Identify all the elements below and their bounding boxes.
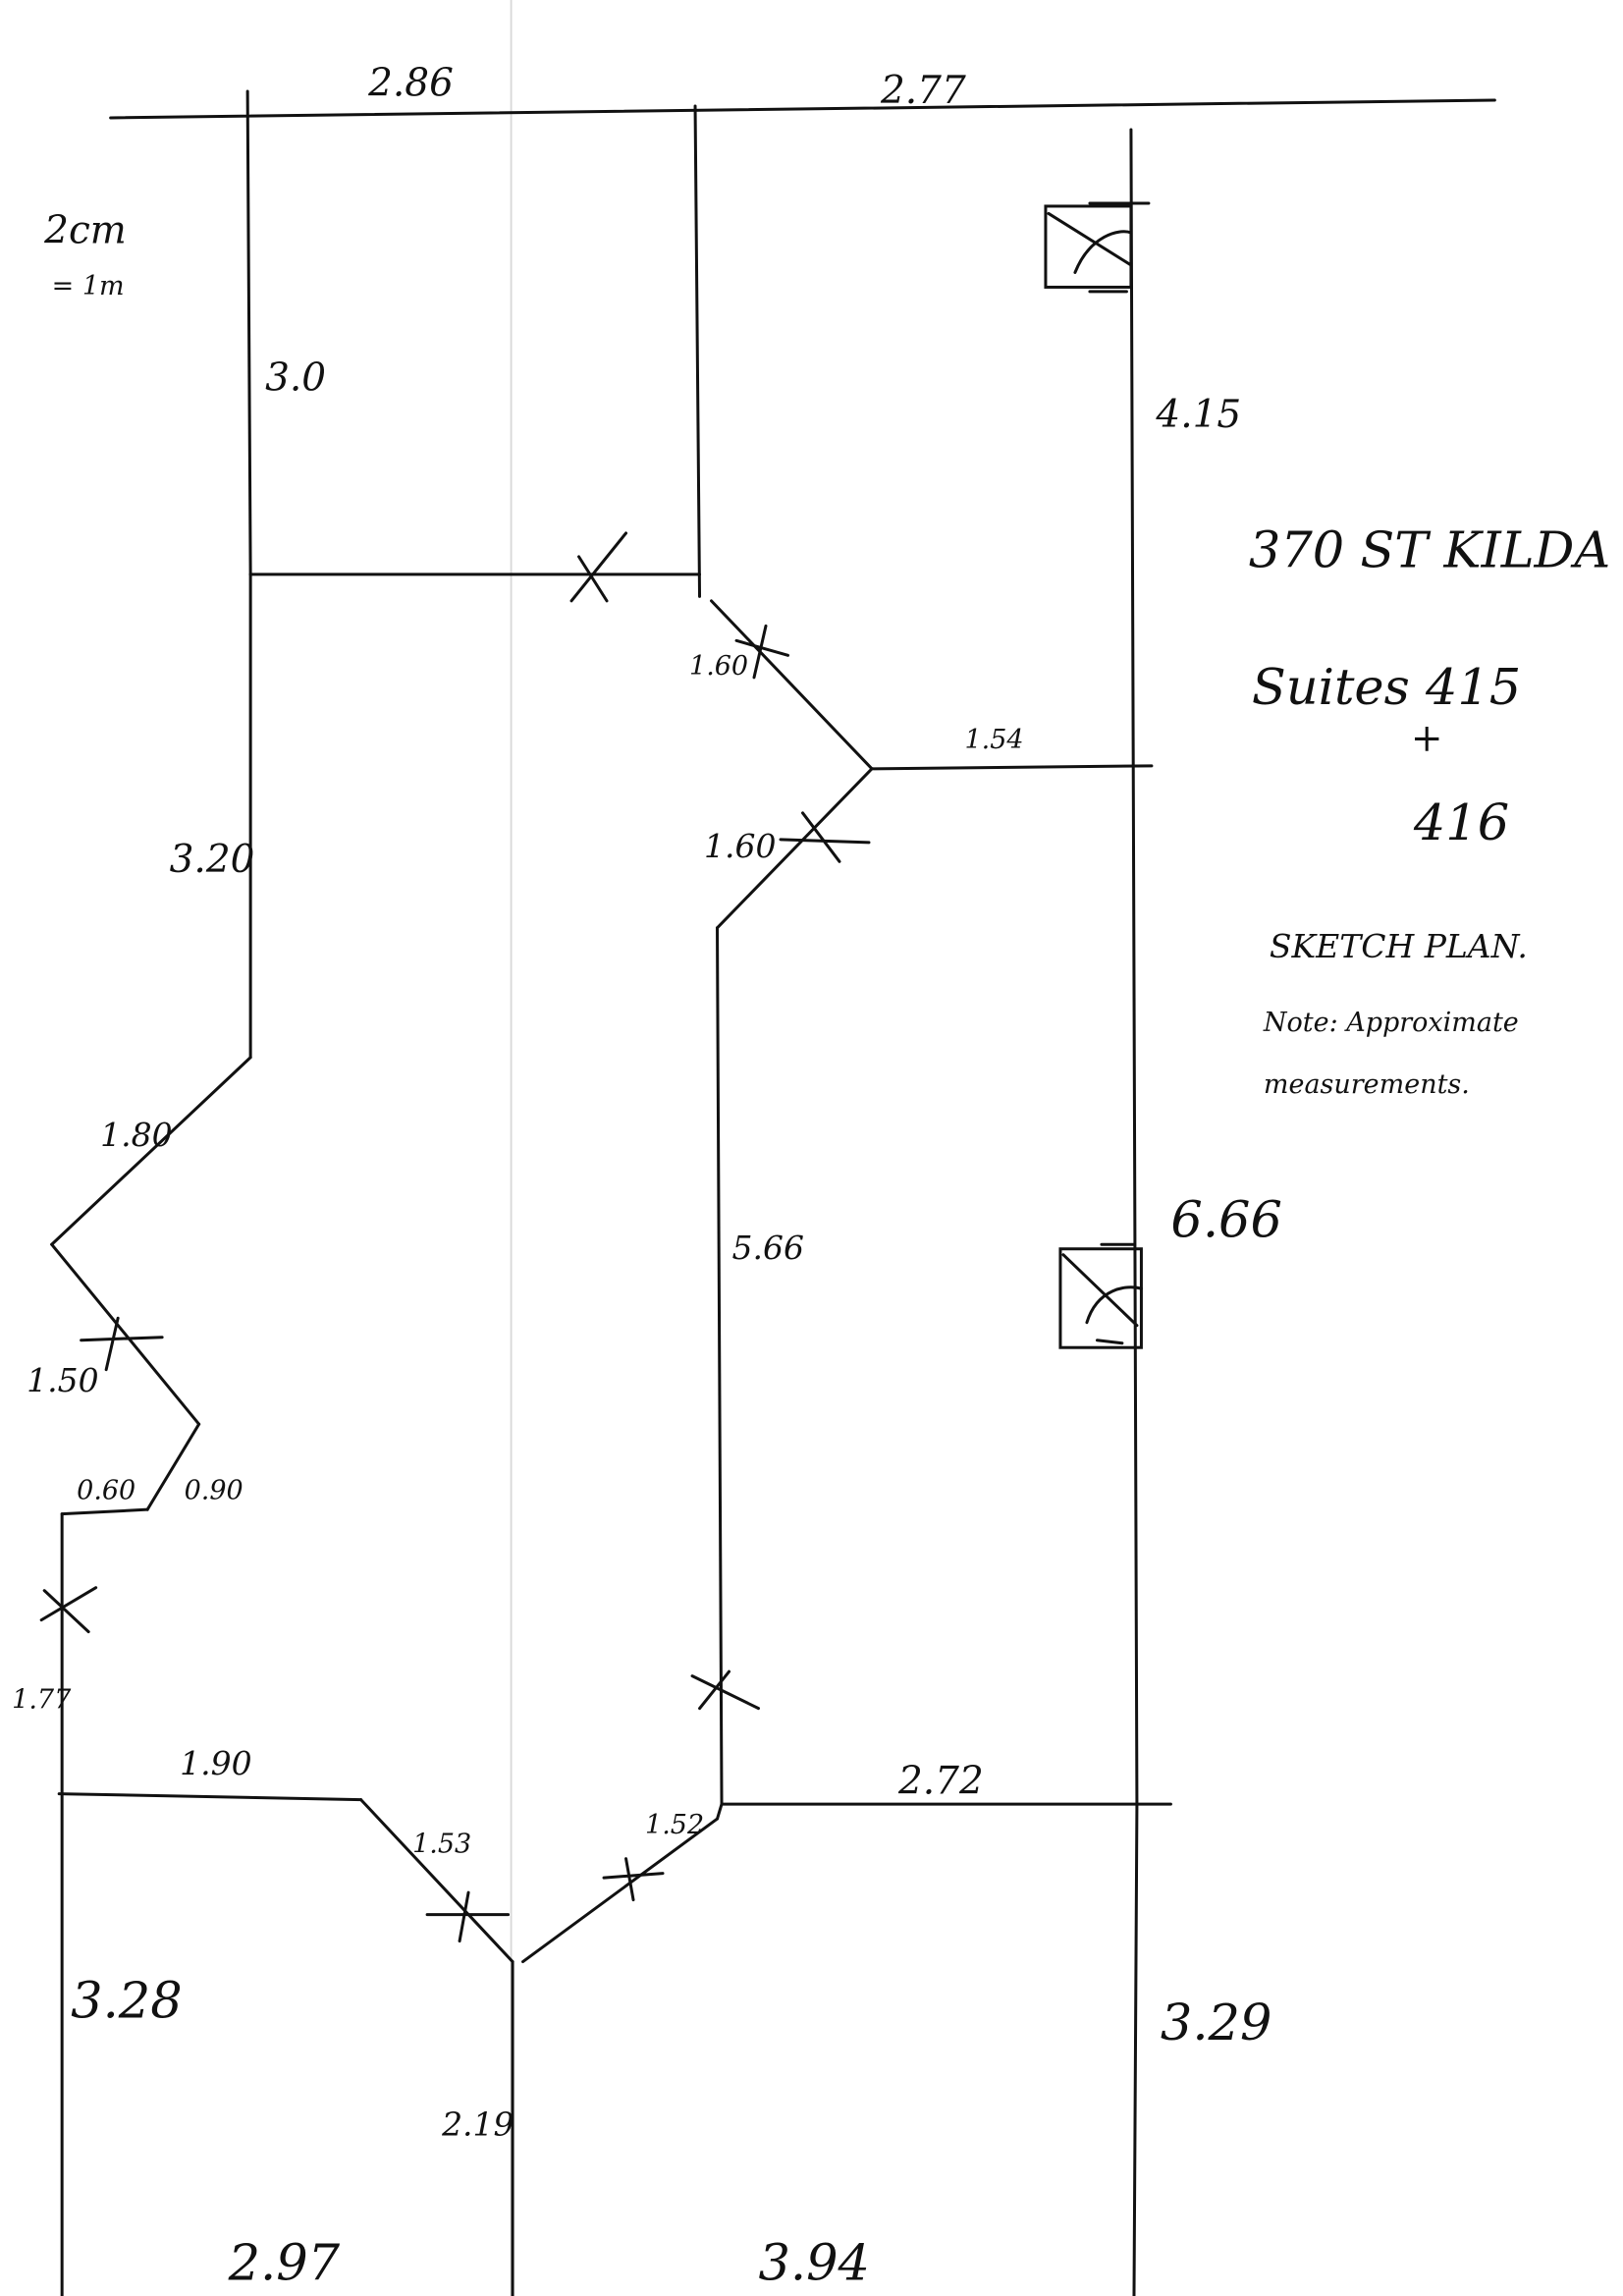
dim-diag-upper: 1.60 [689, 651, 748, 682]
dim-bottom-right-height: 3.29 [1161, 1995, 1272, 2052]
dim-room-height: 3.0 [265, 355, 326, 400]
wall [50, 1056, 252, 1246]
dim-lower-left-horizontal: 1.90 [180, 1744, 251, 1782]
wall [359, 1798, 514, 1964]
right-wall [1129, 128, 1139, 1806]
wall [245, 89, 252, 576]
scale-line1: 2cm [43, 208, 127, 252]
dim-bottom-left: 2.97 [228, 2235, 341, 2293]
wall [57, 1792, 363, 1802]
top-boundary [109, 98, 1496, 120]
dim-right-upper: 4.15 [1155, 393, 1241, 437]
sketch-plan-label: SKETCH PLAN. [1270, 927, 1528, 965]
wall [521, 1817, 720, 1964]
note-line2: measurements. [1264, 1069, 1470, 1100]
right-wall [1132, 1802, 1139, 2296]
title-block: 370 ST KILDA RD Suites 415 + 416 SKETCH … [1249, 521, 1623, 1099]
dim-small-horizontal: 0.60 [77, 1476, 135, 1506]
dim-top-left: 2.86 [367, 61, 454, 105]
dim-diag-lower: 1.60 [704, 827, 776, 865]
dim-bottom-left-height: 3.28 [71, 1973, 183, 2031]
wall [693, 104, 702, 598]
dim-bottom-right: 3.94 [759, 2235, 871, 2293]
dim-small-diag: 0.90 [185, 1476, 243, 1506]
plus-sign: + [1411, 717, 1443, 761]
dim-left-diag-1: 1.80 [100, 1116, 172, 1154]
dim-corridor: 5.66 [732, 1229, 804, 1267]
corridor-wall [716, 926, 724, 1806]
wall [710, 599, 874, 771]
wall [145, 1422, 201, 1511]
wall [50, 1242, 201, 1426]
dim-left-diag-2: 1.50 [27, 1361, 98, 1399]
dim-left-lower: 1.77 [12, 1685, 72, 1716]
cross-marks [39, 531, 871, 1943]
dim-top-right: 2.77 [880, 69, 966, 113]
walls [50, 89, 1496, 2296]
dim-right-mid: 6.66 [1170, 1192, 1282, 1250]
note-line1: Note: Approximate [1263, 1008, 1519, 1038]
wall [870, 764, 1154, 771]
window-box-upper [1044, 201, 1151, 294]
dim-left-wall: 3.20 [170, 838, 255, 882]
dim-lower-diag-left: 1.53 [412, 1830, 471, 1860]
suite-416: 416 [1413, 794, 1509, 852]
suites: Suites 415 [1252, 659, 1521, 717]
address: 370 ST KILDA RD [1249, 521, 1623, 579]
dim-mid-horizontal: 1.54 [964, 725, 1023, 755]
wall [60, 1507, 149, 1516]
dim-center-height: 2.19 [441, 2105, 514, 2144]
scale-line2: = 1m [52, 271, 125, 301]
window-box-lower [1058, 1242, 1143, 1349]
wall [716, 767, 874, 930]
dim-lower-right-horizontal: 2.72 [897, 1760, 984, 1804]
dim-lower-diag-right: 1.52 [645, 1810, 704, 1840]
